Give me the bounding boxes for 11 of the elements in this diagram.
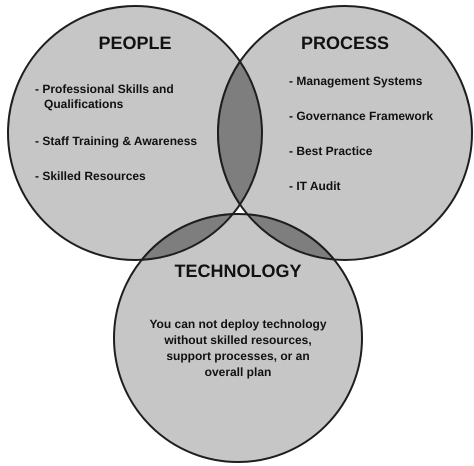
list-item: - Professional Skills and Qualifications — [35, 82, 175, 112]
list-item: - Management Systems — [289, 74, 424, 89]
circle-heading: PEOPLE — [97, 33, 173, 54]
list-item: - Best Practice — [289, 144, 374, 159]
circle-heading: TECHNOLOGY — [173, 261, 302, 282]
list-item: - Staff Training & Awareness — [35, 134, 198, 149]
list-item: - IT Audit — [289, 179, 342, 194]
list-item: - Governance Framework — [289, 109, 434, 124]
body-text: You can not deploy technology without skilled resources, support processes, or an overall plan — [148, 316, 328, 380]
list-item: - Skilled Resources — [35, 169, 147, 184]
circle-heading: PROCESS — [300, 33, 390, 54]
